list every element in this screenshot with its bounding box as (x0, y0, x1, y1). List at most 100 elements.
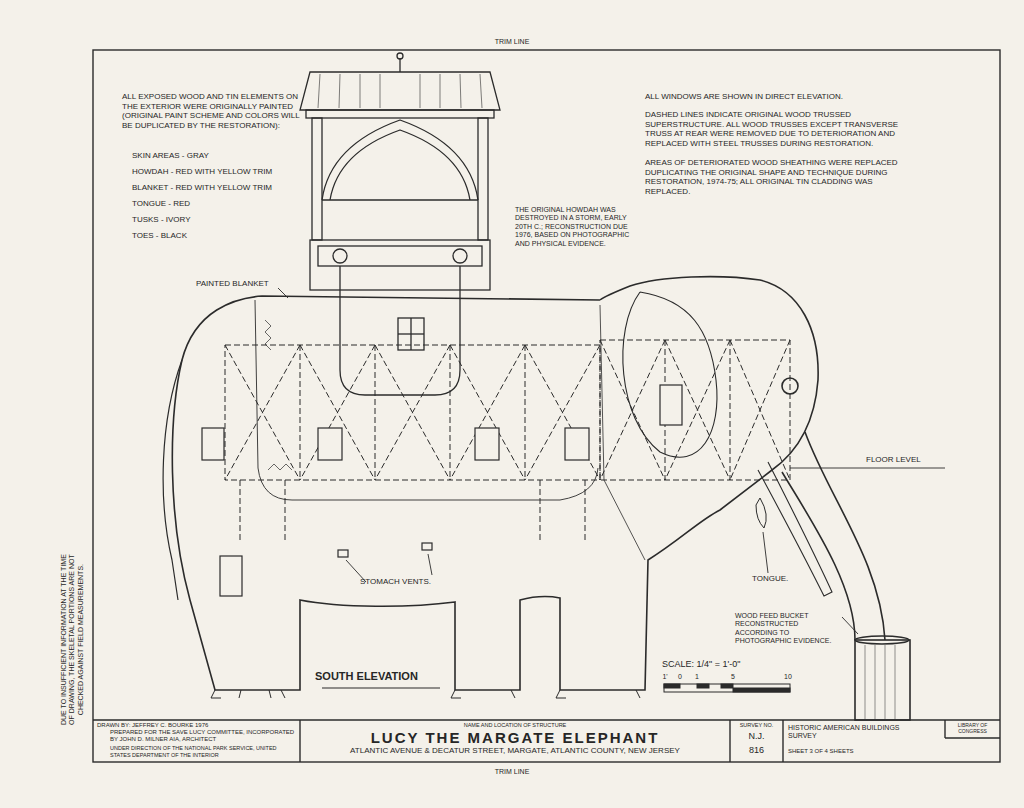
drawing-note: ALL WINDOWS ARE SHOWN IN DIRECT ELEVATIO… (645, 92, 920, 102)
drawing-line (782, 720, 783, 762)
drawing-line (278, 288, 288, 298)
drawing-note: 816 (731, 745, 782, 756)
drawing-line (322, 120, 478, 200)
drawing-note: LIBRARY OF CONGRESS (946, 722, 999, 734)
drawing-note: PAINTED BLANKET (196, 279, 278, 289)
drawing-note: HISTORIC AMERICAN BUILDINGS SURVEY (788, 724, 908, 741)
drawing-line (255, 300, 598, 500)
elephant-outline (163, 277, 910, 720)
drawing-note: NAME AND LOCATION OF STRUCTURE (300, 722, 730, 729)
drawing-line (451, 690, 640, 698)
drawing-note: UNDER DIRECTION OF THE NATIONAL PARK SER… (110, 745, 295, 758)
drawing-note: 5 (727, 673, 739, 681)
drawing-line (733, 688, 790, 692)
drawing-line (565, 428, 589, 460)
drawing-line (318, 74, 482, 108)
drawing-note: THE ORIGINAL HOWDAH WAS DESTROYED IN A S… (515, 206, 643, 248)
drawing-line (300, 72, 500, 110)
drawing-note: DUE TO INSUFFICIENT INFORMATION AT THE T… (59, 552, 84, 727)
drawing-note: TRIM LINE (472, 768, 552, 776)
drawing-note: WOOD FEED BUCKET RECONSTRUCTED ACCORDING… (735, 612, 841, 646)
drawing-line (428, 554, 432, 575)
drawing-line (306, 110, 494, 118)
drawing-line (312, 118, 322, 240)
drawing-note: 1' (658, 673, 672, 681)
drawing-line (865, 645, 866, 719)
drawing-line (399, 58, 400, 72)
drawing-line (842, 617, 858, 634)
drawing-line (225, 345, 600, 480)
drawing-line (318, 74, 320, 108)
drawing-line (623, 292, 717, 457)
drawing-line (220, 556, 242, 596)
drawing-line (790, 468, 945, 469)
drawing-note: 1 (691, 673, 703, 681)
drawing-line (310, 240, 490, 290)
drawing-note: SCALE: 1/4" = 1'-0" (662, 659, 792, 670)
drawing-line (660, 385, 682, 425)
drawing-note: TUSKS - IVORY (132, 215, 300, 225)
drawing-line (460, 74, 461, 108)
drawing-line (440, 74, 441, 108)
drawing-line (333, 249, 347, 263)
drawing-line (875, 645, 876, 719)
drawing-note: 0 (674, 673, 686, 681)
drawing-line (380, 74, 381, 108)
drawing-line (202, 428, 224, 460)
drawing-line (525, 345, 526, 480)
drawing-line (163, 360, 182, 600)
drawing-line (450, 345, 451, 480)
howdah (300, 53, 500, 395)
drawing-note: SKIN AREAS - GRAY (132, 151, 300, 161)
drawing-line (172, 277, 818, 690)
drawing-line (240, 480, 585, 540)
leader-lines (278, 288, 945, 688)
drawing-line (211, 690, 285, 698)
drawing-note: DASHED LINES INDICATE ORIGINAL WOOD TRUS… (645, 110, 920, 148)
drawing-note: AREAS OF DETERIORATED WOOD SHEATHING WER… (645, 158, 920, 196)
drawing-note: ATLANTIC AVENUE & DECATUR STREET, MARGAT… (300, 746, 730, 756)
drawing-note: SOUTH ELEVATION (315, 670, 450, 683)
drawing-line (729, 720, 730, 762)
drawing-note: TOES - BLACK (132, 231, 300, 241)
drawing-note: PREPARED FOR THE SAVE LUCY COMMITTEE, IN… (110, 729, 295, 743)
drawing-line (318, 428, 342, 460)
drawing-note: TONGUE - RED (132, 199, 300, 209)
drawing-line (697, 684, 709, 688)
drawing-line (865, 645, 895, 719)
drawing-line (756, 498, 766, 528)
drawing-line (340, 266, 460, 395)
drawing-line (664, 684, 790, 692)
drawing-line (855, 640, 910, 720)
drawing-note: TONGUE. (752, 574, 798, 584)
drawing-note: HOWDAH - RED WITH YELLOW TRIM (132, 167, 300, 177)
drawing-note: SURVEY NO. (731, 722, 782, 729)
drawing-line (93, 50, 1000, 762)
sheet-title: LUCY THE MARGATE ELEPHANT (300, 729, 730, 747)
drawing-line (453, 249, 467, 263)
drawing-line (299, 720, 300, 762)
drawing-line (763, 532, 768, 573)
drawing-line (600, 340, 790, 480)
drawing-note: DRAWN BY: JEFFREY C. BOURKE 1976 (97, 722, 297, 729)
drawing-note: BLANKET - RED WITH YELLOW TRIM (132, 183, 300, 193)
drawing-note: ALL EXPOSED WOOD AND TIN ELEMENTS ON THE… (122, 92, 300, 130)
drawing-line (730, 340, 731, 480)
drawing-line (360, 74, 361, 108)
drawing-note: STOMACH VENTS. (360, 577, 450, 587)
drawing-line (300, 345, 301, 480)
drawing-line (478, 118, 488, 240)
drawing-line (375, 345, 376, 480)
drawing-note: FLOOR LEVEL (866, 455, 946, 465)
truss-dashed (225, 340, 790, 540)
drawing-note: N.J. (731, 731, 782, 742)
drawing-line (339, 74, 340, 108)
drawing-note: SHEET 3 OF 4 SHEETS (788, 748, 908, 755)
windows (202, 385, 682, 596)
drawing-line (398, 333, 424, 334)
drawing-line (322, 687, 440, 688)
drawing-line (945, 737, 1000, 738)
drawing-line (944, 720, 945, 738)
drawing-line (480, 74, 482, 108)
drawing-line (322, 199, 478, 200)
